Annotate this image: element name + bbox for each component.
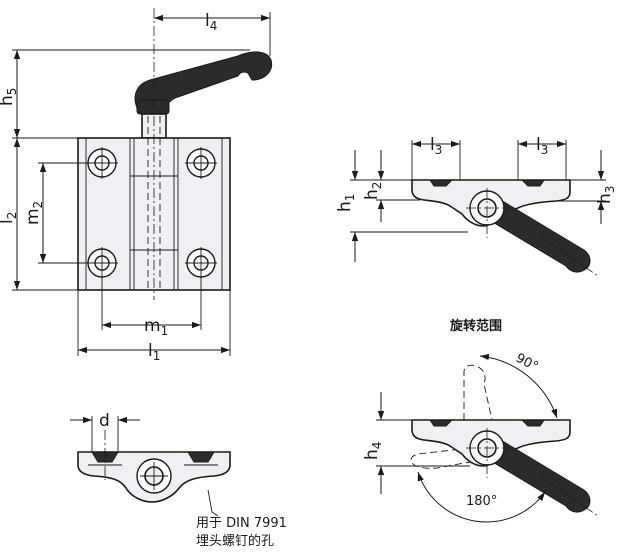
clamping-lever xyxy=(134,51,273,113)
mounting-hole-top-right xyxy=(185,147,217,179)
side-view: l3 l3 h1 h2 h3 xyxy=(335,135,617,277)
angle-label-90: 90° xyxy=(513,351,540,375)
label-l3-left: l3 xyxy=(430,135,442,157)
rotation-title: 旋转范围 xyxy=(449,318,502,334)
section-view: d 用于 DIN 7991 埋头螺钉的孔 xyxy=(70,411,287,549)
rotation-view: 旋转范围 90° 180° h4 xyxy=(362,318,599,523)
label-l2: l2 xyxy=(0,212,19,224)
front-view: l4 h5 l2 m2 m1 l1 xyxy=(0,8,273,363)
mounting-hole-top-left xyxy=(86,147,118,179)
label-h4: h4 xyxy=(362,442,384,460)
label-l1: l1 xyxy=(148,341,160,363)
side-lever xyxy=(485,195,591,273)
label-d: d xyxy=(99,411,110,431)
label-l3-right: l3 xyxy=(536,135,548,157)
label-h1: h1 xyxy=(335,194,357,212)
label-h5: h5 xyxy=(0,88,19,106)
ghost-lever-up xyxy=(463,364,493,421)
label-h2: h2 xyxy=(362,182,384,200)
label-m2: m2 xyxy=(23,201,45,225)
label-h3: h3 xyxy=(595,186,617,204)
mounting-hole-bottom-left xyxy=(86,247,118,279)
note-line-2: 埋头螺钉的孔 xyxy=(196,533,274,549)
note-line-1: 用于 DIN 7991 xyxy=(196,516,287,531)
angle-label-180: 180° xyxy=(466,494,497,509)
label-l4: l4 xyxy=(205,11,217,33)
note-leader xyxy=(207,489,219,517)
lever-hub xyxy=(136,99,170,115)
angle-arc-90 xyxy=(479,353,558,419)
angle-arc-180 xyxy=(417,471,546,523)
label-m1: m1 xyxy=(144,316,168,338)
